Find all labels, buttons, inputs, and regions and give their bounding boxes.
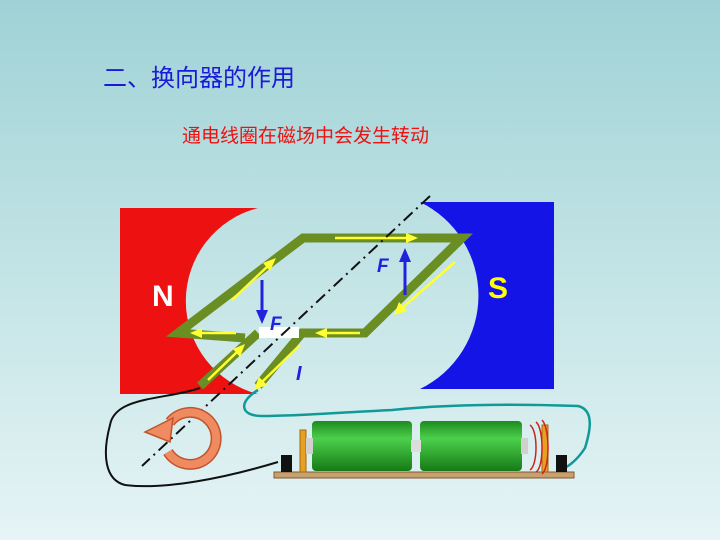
battery-terminal-left xyxy=(281,455,292,472)
battery-connector xyxy=(411,440,421,452)
current-label: I xyxy=(296,363,302,385)
south-pole-label: S xyxy=(488,272,508,305)
rotation-axis xyxy=(141,195,431,467)
north-pole-label: N xyxy=(152,280,174,313)
force-label-top: F xyxy=(377,256,390,277)
slide-title: 二、换向器的作用 xyxy=(103,64,295,92)
wire-right xyxy=(243,388,591,472)
north-pole-magnet xyxy=(120,208,258,394)
commutator-gap xyxy=(259,327,299,338)
coil-loop xyxy=(165,233,474,390)
force-label-bottom: F xyxy=(270,314,283,335)
curved-rotation-arrow-icon xyxy=(143,406,222,470)
south-pole-magnet xyxy=(420,202,554,389)
battery-cap-left xyxy=(306,438,313,454)
battery-cap-right xyxy=(521,438,528,454)
battery-spring xyxy=(529,419,549,475)
battery-cell-2 xyxy=(420,421,522,471)
wire-left xyxy=(104,387,279,488)
force-arrows xyxy=(256,248,411,324)
current-direction-arrows xyxy=(190,233,456,390)
battery-terminal-right xyxy=(556,455,567,472)
battery-cell-1 xyxy=(312,421,412,471)
battery-clip-left xyxy=(299,429,307,473)
battery-holder-base xyxy=(273,471,575,479)
slide-subtitle: 通电线圈在磁场中会发生转动 xyxy=(182,125,430,147)
